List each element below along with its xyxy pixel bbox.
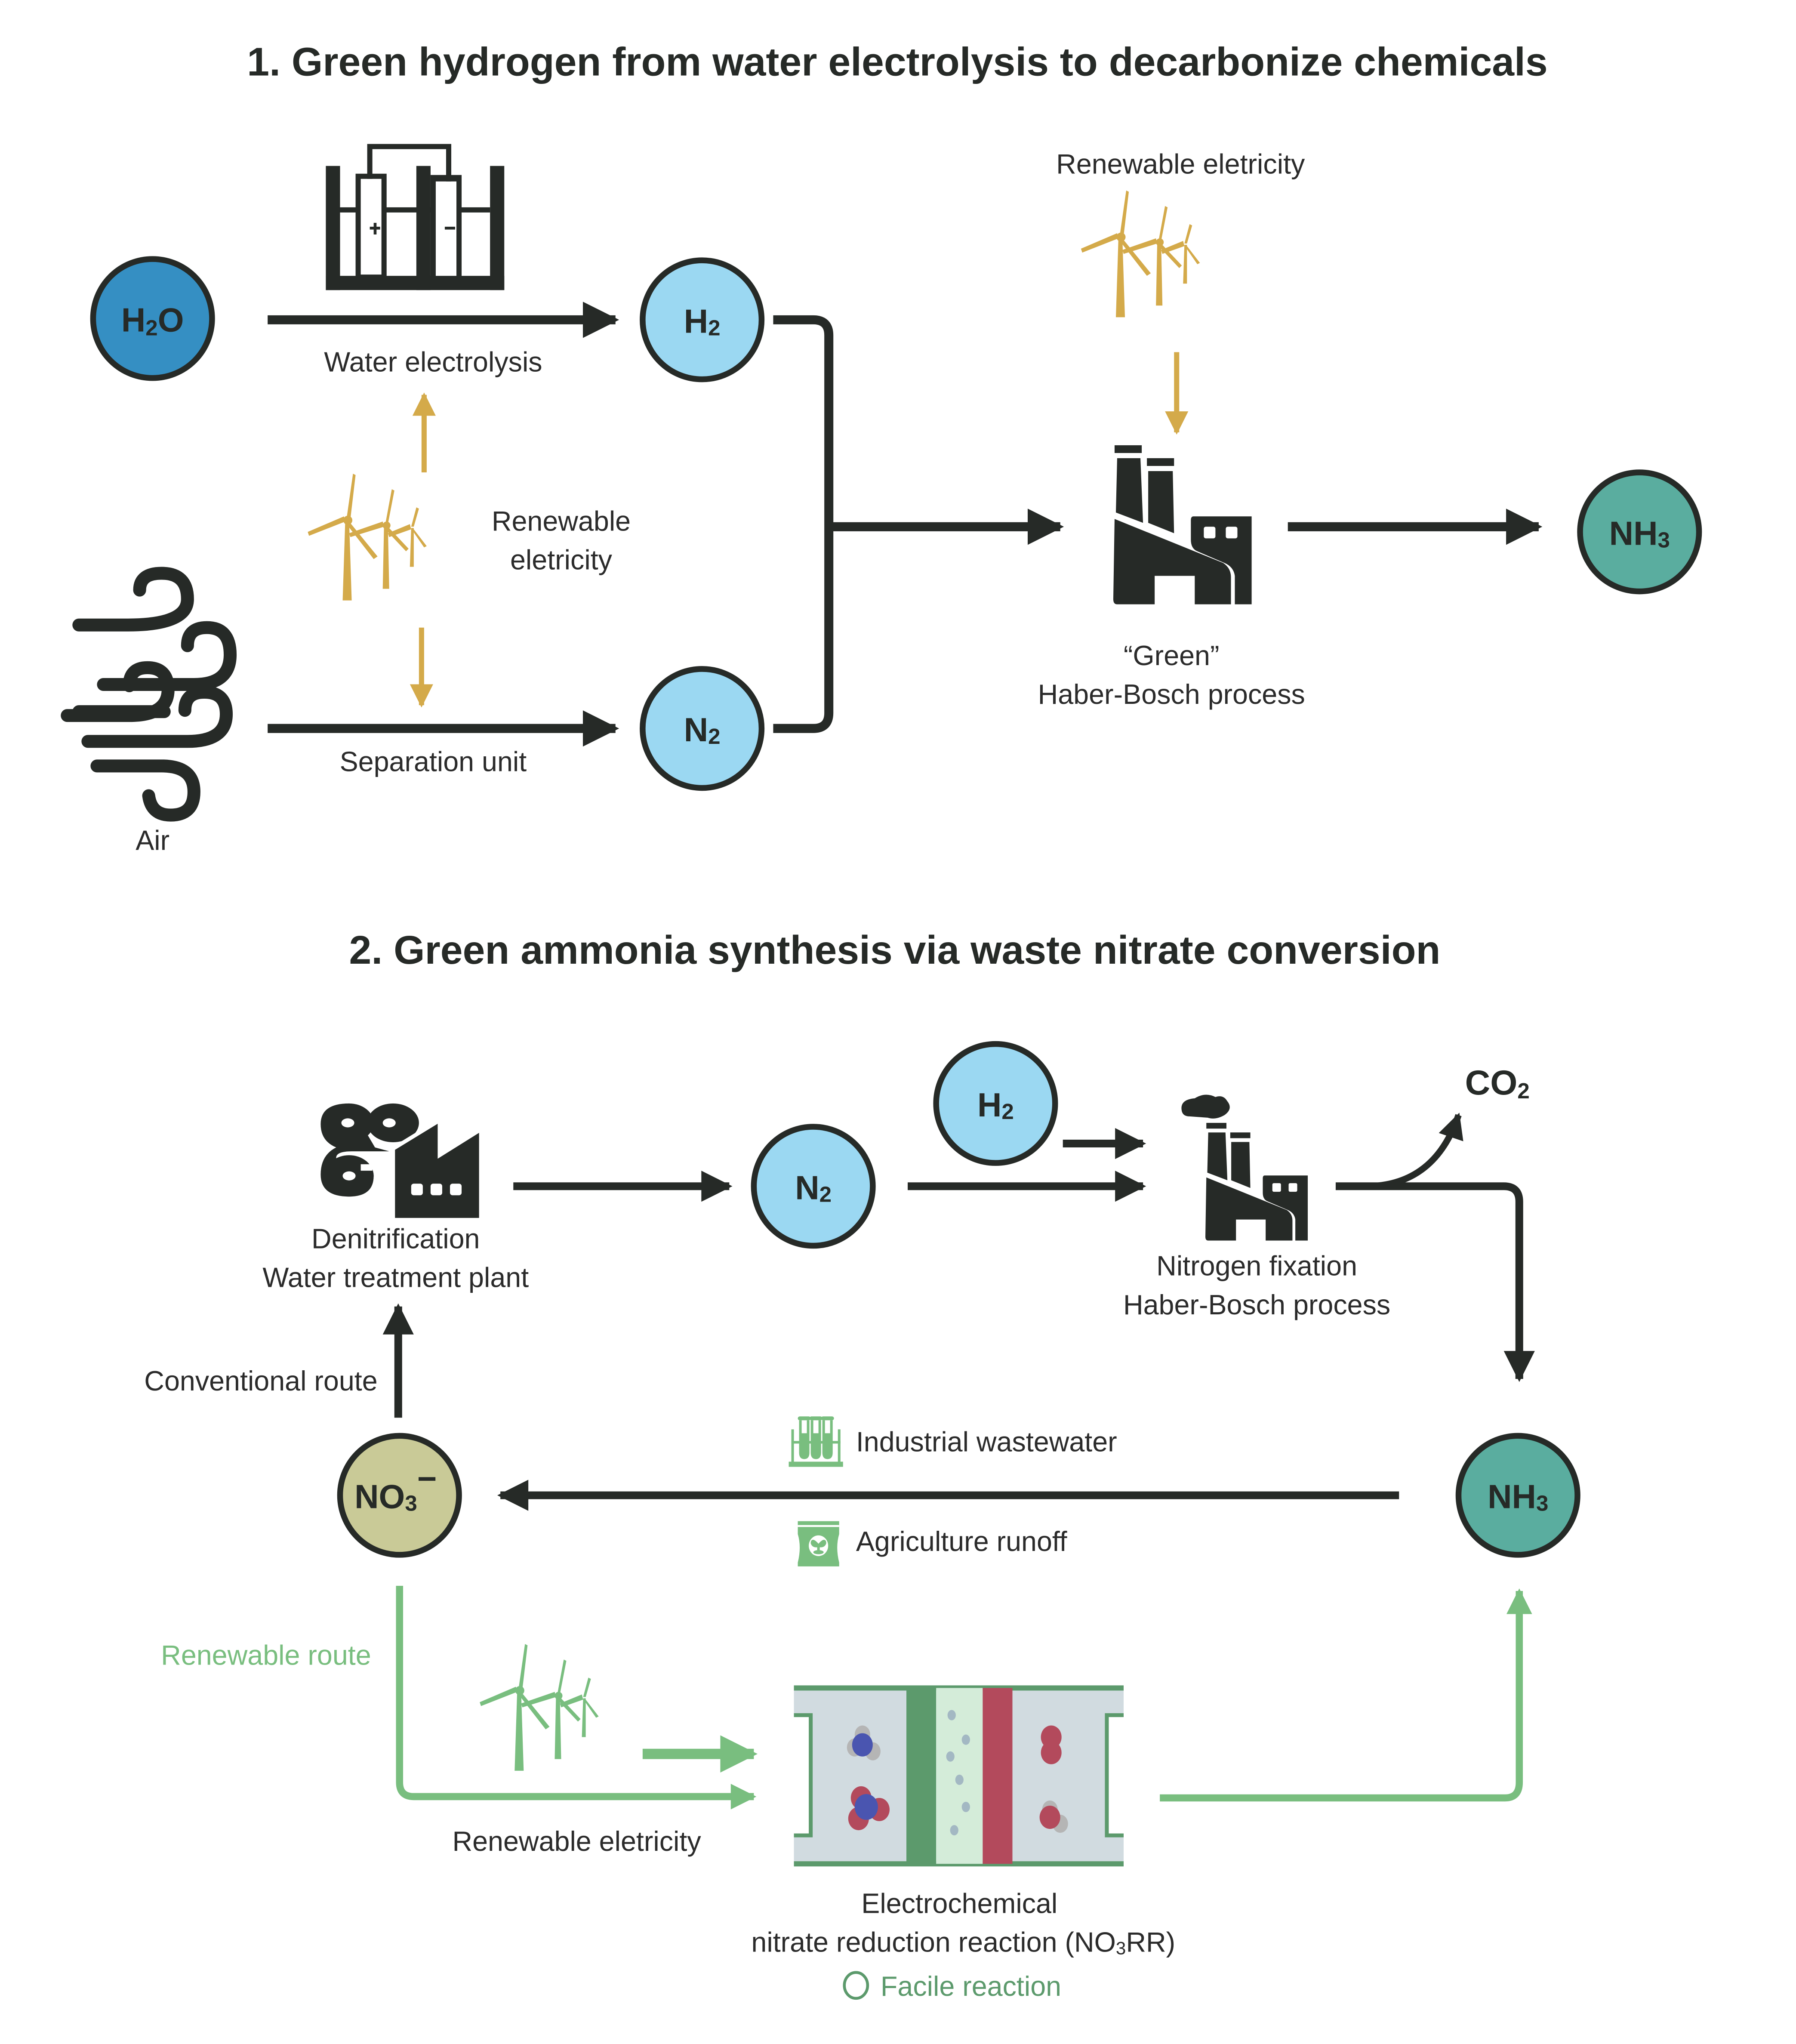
fertilizer-bag-icon xyxy=(798,1521,839,1566)
node-n2-s1: N2 xyxy=(640,666,765,791)
node-h2-s2: H2 xyxy=(933,1041,1058,1166)
label-facile-reaction: Facile reaction xyxy=(881,1971,1061,2002)
water-treatment-plant-icon xyxy=(320,1103,483,1222)
label-air: Air xyxy=(136,825,169,856)
label-conventional-route: Conventional route xyxy=(144,1366,377,1397)
svg-text:H2O: H2O xyxy=(121,301,184,340)
svg-text:H2: H2 xyxy=(977,1086,1014,1124)
label-renewable-electricity: Renewable eletricity xyxy=(452,1826,701,1857)
arrow-cell-to-nh3 xyxy=(1160,1588,1532,1802)
svg-text:NH3: NH3 xyxy=(1488,1478,1548,1516)
label-nitrogen-fixation-2: Haber-Bosch process xyxy=(1123,1289,1390,1320)
wind-solar-icon-left xyxy=(308,474,476,618)
node-no3: NO3− xyxy=(337,1433,462,1558)
section2-title: 2. Green ammonia synthesis via waste nit… xyxy=(349,928,1441,972)
node-nh3-s2: NH3 xyxy=(1455,1433,1580,1558)
label-renewable-left-1: Renewable xyxy=(492,506,631,536)
label-industrial-wastewater: Industrial wastewater xyxy=(856,1426,1117,1457)
electrolyzer-icon xyxy=(326,144,505,290)
node-n2-s2: N2 xyxy=(751,1124,876,1249)
wind-solar-icon-green xyxy=(480,1644,648,1788)
connector-merge xyxy=(773,315,834,733)
label-renewable-route: Renewable route xyxy=(161,1640,371,1671)
svg-text:NO3−: NO3− xyxy=(354,1460,437,1516)
factory-smoke-icon xyxy=(1181,1094,1230,1119)
svg-text:N2: N2 xyxy=(684,711,721,749)
test-tubes-icon xyxy=(789,1416,843,1467)
node-nh3-s1: NH3 xyxy=(1577,469,1702,595)
wind-icon xyxy=(72,567,237,691)
label-denitrification-2: Water treatment plant xyxy=(262,1262,529,1293)
factory-icon-hb xyxy=(1205,1122,1308,1241)
label-electrochemical-1: Electrochemical xyxy=(861,1888,1057,1919)
wind-solar-icon-top xyxy=(1081,190,1249,335)
arrow-fixation-to-nh3 xyxy=(1335,1182,1535,1382)
node-h2-s1: H2 xyxy=(640,257,765,382)
wind-icon-strokes xyxy=(61,661,233,822)
arrow-to-co2 xyxy=(1370,1113,1463,1190)
label-green-hb-2: Haber-Bosch process xyxy=(1038,679,1305,710)
label-renewable-left-2: eletricity xyxy=(510,544,613,575)
label-nitrogen-fixation-1: Nitrogen fixation xyxy=(1156,1251,1357,1282)
label-denitrification-1: Denitrification xyxy=(311,1224,480,1255)
label-separation-unit: Separation unit xyxy=(340,746,527,777)
label-renewable-top: Renewable eletricity xyxy=(1056,149,1305,180)
label-co2: CO2 xyxy=(1465,1064,1530,1103)
facile-circle-icon xyxy=(843,1971,869,2000)
svg-text:N2: N2 xyxy=(795,1168,832,1206)
electrochemical-cell xyxy=(794,1685,1124,1867)
svg-text:NH3: NH3 xyxy=(1609,514,1670,552)
label-water-electrolysis: Water electrolysis xyxy=(324,347,542,378)
svg-text:H2: H2 xyxy=(684,302,721,340)
factory-icon-green-hb xyxy=(1113,445,1252,604)
label-electrochemical-2: nitrate reduction reaction (NO3RR) xyxy=(751,1927,1175,1958)
node-h2o: H2O xyxy=(90,256,215,381)
label-agriculture-runoff: Agriculture runoff xyxy=(856,1526,1068,1557)
label-green-hb-1: “Green” xyxy=(1124,640,1220,671)
section1-title: 1. Green hydrogen from water electrolysi… xyxy=(247,39,1547,84)
arrow-renewable-route xyxy=(396,1586,757,1810)
